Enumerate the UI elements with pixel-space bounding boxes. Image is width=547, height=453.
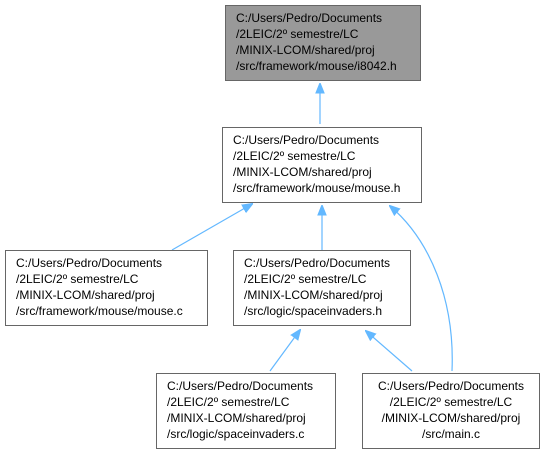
node-line: /2LEIC/2º semestre/LC (389, 395, 513, 409)
edge-main-c-to-mouse-h (390, 206, 453, 372)
node-line: /MINIX-LCOM/shared/proj (236, 43, 375, 57)
node-line: /MINIX-LCOM/shared/proj (167, 411, 306, 425)
node-line: /MINIX-LCOM/shared/proj (244, 288, 383, 302)
node-line: /2LEIC/2º semestre/LC (236, 27, 359, 41)
node-line: /src/framework/mouse/i8042.h (236, 59, 397, 73)
node-spaceinvaders-h[interactable]: C:/Users/Pedro/Documents /2LEIC/2º semes… (233, 250, 411, 326)
edge-mouse-c-to-mouse-h (171, 204, 252, 251)
node-line: C:/Users/Pedro/Documents (16, 256, 163, 270)
node-line: C:/Users/Pedro/Documents (244, 256, 391, 270)
node-mouse-c[interactable]: C:/Users/Pedro/Documents /2LEIC/2º semes… (5, 250, 208, 326)
node-line: /MINIX-LCOM/shared/proj (233, 165, 372, 179)
edge-spaceinvaders-c-to-spaceinvaders-h (269, 330, 300, 372)
node-line: /src/main.c (421, 427, 480, 441)
node-line: /2LEIC/2º semestre/LC (233, 149, 356, 163)
node-line: /src/logic/spaceinvaders.h (244, 304, 383, 318)
node-line: /src/framework/mouse/mouse.h (233, 181, 401, 195)
node-line: C:/Users/Pedro/Documents (236, 11, 383, 25)
node-main-c[interactable]: C:/Users/Pedro/Documents /2LEIC/2º semes… (362, 373, 540, 449)
node-line: /MINIX-LCOM/shared/proj (16, 288, 155, 302)
node-line: C:/Users/Pedro/Documents (377, 379, 525, 393)
node-line: /src/logic/spaceinvaders.c (167, 427, 305, 441)
node-line: /2LEIC/2º semestre/LC (167, 395, 290, 409)
node-line: /src/framework/mouse/mouse.c (16, 304, 183, 318)
node-line: C:/Users/Pedro/Documents (167, 379, 314, 393)
edge-main-c-to-spaceinvaders-h (366, 331, 413, 372)
node-line: C:/Users/Pedro/Documents (233, 133, 380, 147)
node-line: /MINIX-LCOM/shared/proj (381, 411, 521, 425)
node-i8042-h[interactable]: C:/Users/Pedro/Documents /2LEIC/2º semes… (225, 5, 421, 81)
node-line: /2LEIC/2º semestre/LC (16, 272, 139, 286)
node-line: /2LEIC/2º semestre/LC (244, 272, 367, 286)
node-mouse-h[interactable]: C:/Users/Pedro/Documents /2LEIC/2º semes… (222, 127, 422, 203)
node-spaceinvaders-c[interactable]: C:/Users/Pedro/Documents /2LEIC/2º semes… (156, 373, 336, 449)
